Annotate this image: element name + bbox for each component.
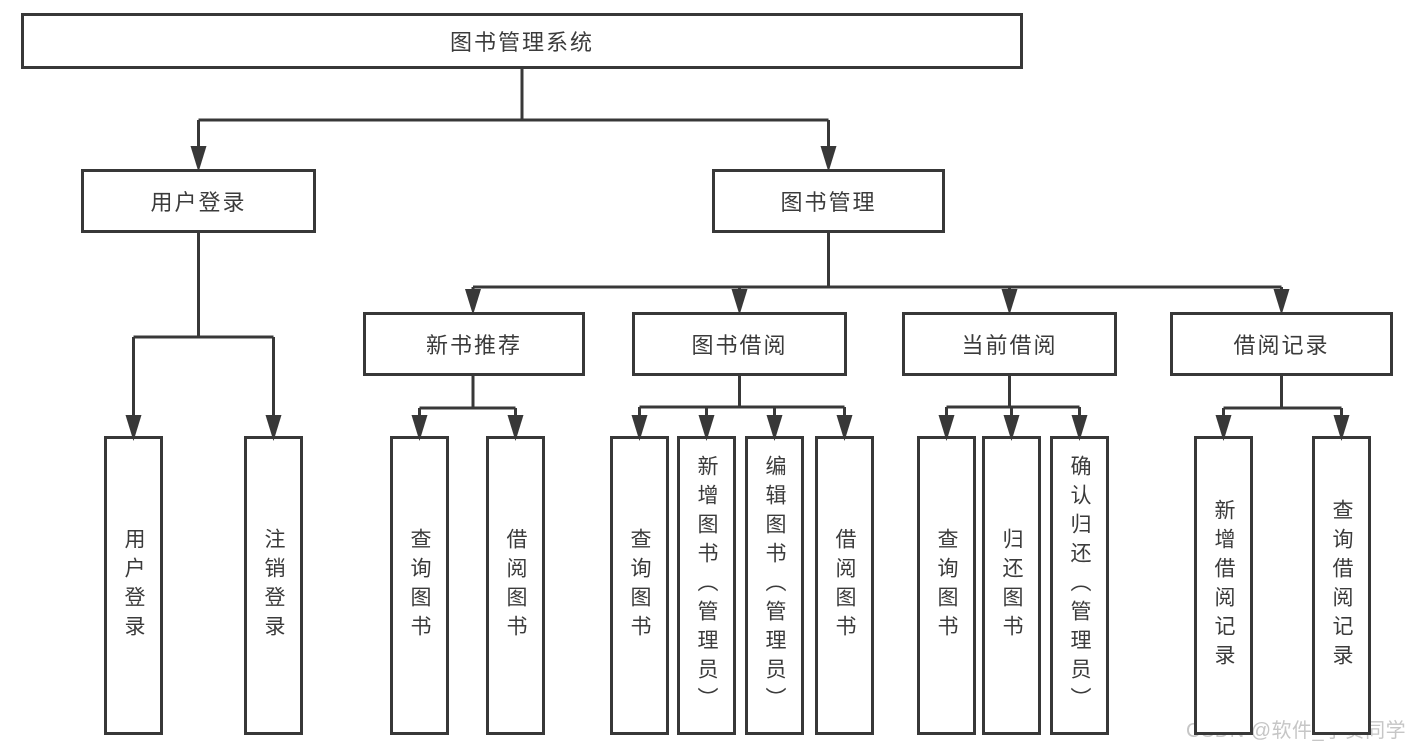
- leaf-query-borrow-record: 查询借阅记录: [1312, 436, 1371, 735]
- leaf-borrow-books: 借阅图书: [815, 436, 874, 735]
- node-new-book-recommend: 新书推荐: [363, 312, 585, 376]
- node-book-borrow: 图书借阅: [632, 312, 847, 376]
- leaf-query-books-recommend: 查询图书: [390, 436, 449, 735]
- node-current-borrow: 当前借阅: [902, 312, 1117, 376]
- leaf-logout: 注销登录: [244, 436, 303, 735]
- node-borrow-records: 借阅记录: [1170, 312, 1393, 376]
- leaf-query-books-current: 查询图书: [917, 436, 976, 735]
- leaf-confirm-return-admin: 确认归还（管理员）: [1050, 436, 1109, 735]
- leaf-add-borrow-record: 新增借阅记录: [1194, 436, 1253, 735]
- leaf-return-book: 归还图书: [982, 436, 1041, 735]
- leaf-add-book-admin: 新增图书（管理员）: [677, 436, 736, 735]
- node-root: 图书管理系统: [21, 13, 1023, 69]
- leaf-borrow-books-recommend: 借阅图书: [486, 436, 545, 735]
- leaf-query-books-borrow: 查询图书: [610, 436, 669, 735]
- leaf-user-login: 用户登录: [104, 436, 163, 735]
- node-user-login: 用户登录: [81, 169, 316, 233]
- leaf-edit-book-admin: 编辑图书（管理员）: [745, 436, 804, 735]
- node-book-management: 图书管理: [712, 169, 945, 233]
